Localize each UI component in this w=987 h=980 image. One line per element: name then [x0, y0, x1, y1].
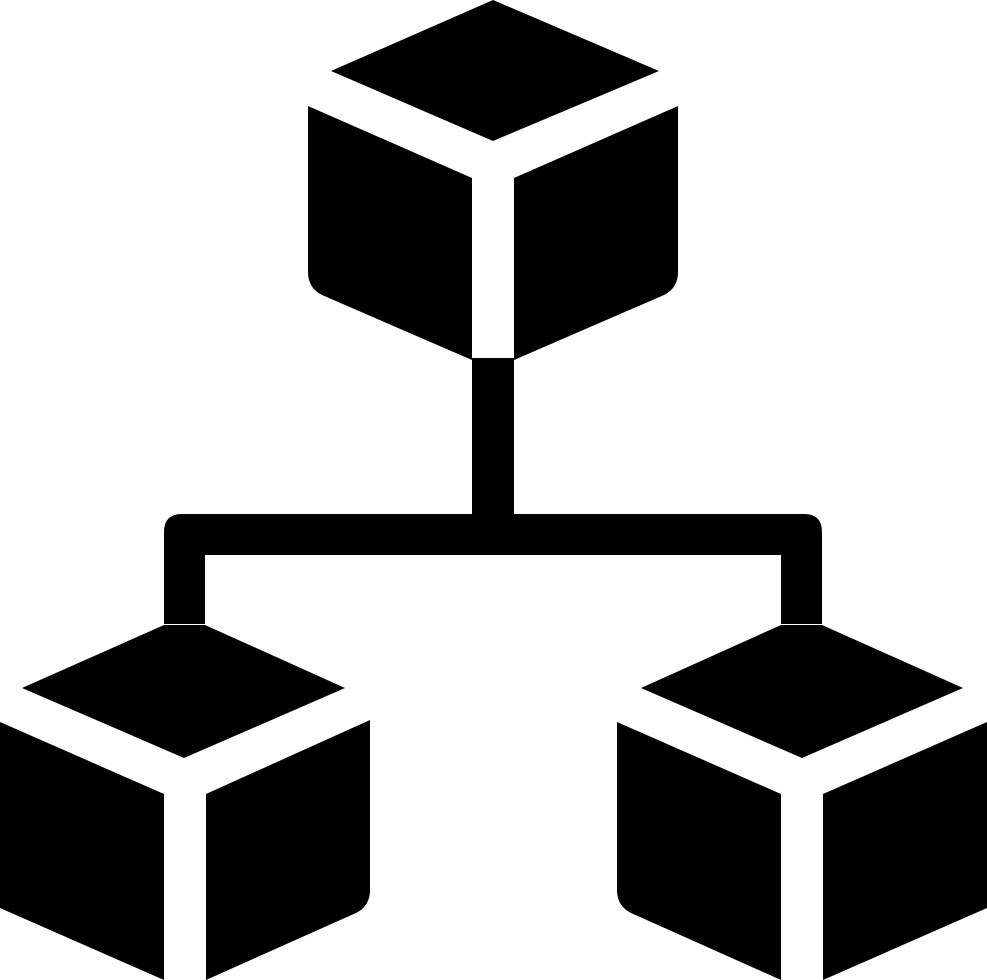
top-cube-left-face	[308, 106, 472, 360]
left-cube-right-face	[206, 720, 370, 980]
connector-stem	[472, 358, 514, 518]
connector-lines	[164, 358, 822, 624]
top-cube-icon	[308, 0, 678, 360]
connector-horizontal	[164, 514, 822, 624]
right-cube-top-face	[641, 625, 963, 758]
right-cube-icon	[617, 625, 987, 980]
left-cube-icon	[0, 625, 370, 980]
left-cube-top-face	[22, 625, 345, 758]
top-cube-right-face	[514, 106, 678, 360]
right-cube-left-face	[617, 722, 781, 980]
top-cube-top-face	[331, 0, 659, 141]
right-cube-right-face	[823, 722, 987, 980]
left-cube-left-face	[0, 722, 164, 980]
